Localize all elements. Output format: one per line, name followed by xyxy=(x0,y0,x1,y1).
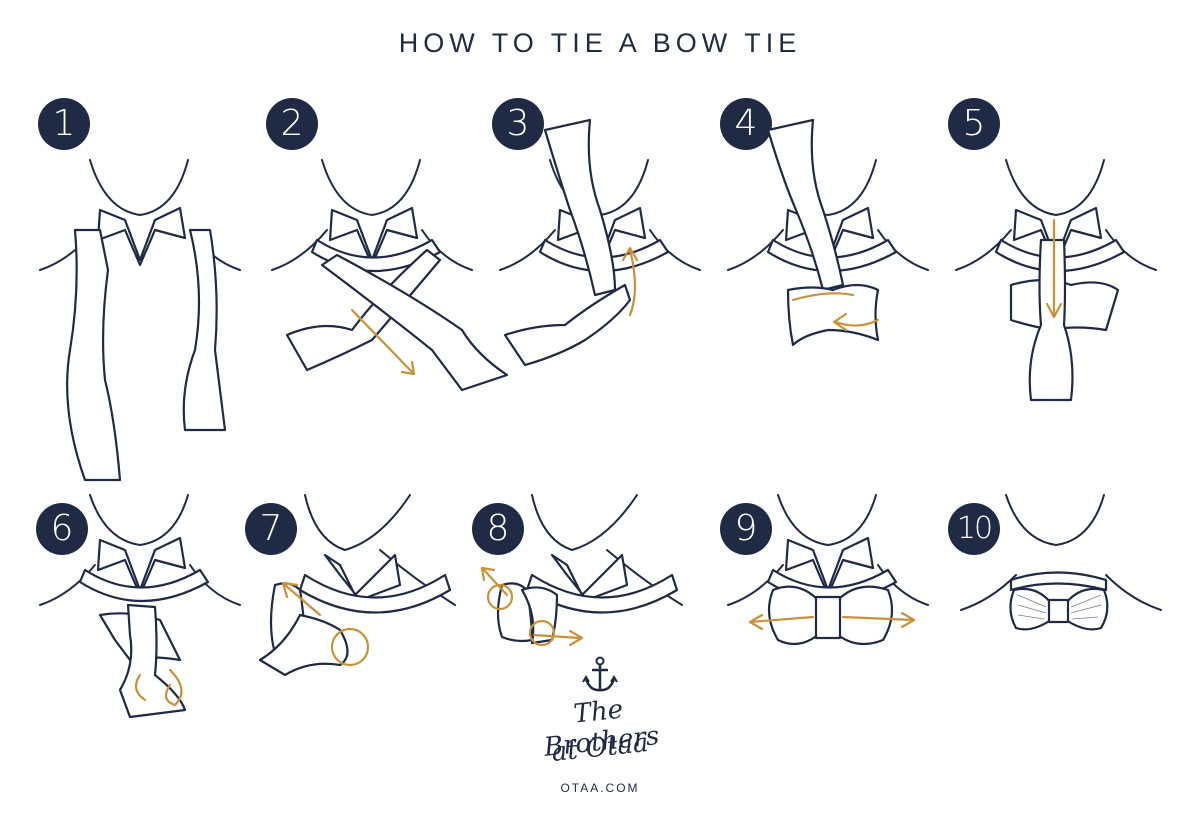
page-title: HOW TO TIE A BOW TIE xyxy=(398,28,802,58)
bow-tie-drawing xyxy=(960,494,1162,631)
step-number-badge: 10 xyxy=(948,503,1000,555)
step-1-illustration: 1 xyxy=(30,90,260,482)
step-3-illustration: 3 xyxy=(490,90,720,420)
step-6-illustration: 6 xyxy=(30,494,260,825)
bow-tie-drawing xyxy=(271,159,509,392)
brand-url: OTAA.COM xyxy=(560,781,640,795)
step-number-badge: 2 xyxy=(266,98,318,150)
step-4-illustration: 4 xyxy=(718,90,948,420)
step-8-illustration: 8 xyxy=(472,494,702,825)
bow-tie-drawing xyxy=(480,494,683,647)
bow-tie-drawing xyxy=(39,494,241,719)
step-9-illustration: 9 xyxy=(718,494,948,825)
bow-tie-drawing xyxy=(727,118,929,347)
bow-tie-drawing xyxy=(727,494,929,646)
step-number-badge: 5 xyxy=(948,98,1000,150)
step-number-badge: 8 xyxy=(472,503,524,555)
bow-tie-drawing xyxy=(499,118,701,367)
bow-tie-drawing xyxy=(955,159,1157,402)
step-2-illustration: 2 xyxy=(262,90,509,420)
step-10-illustration: 10 xyxy=(946,494,1176,825)
step-number-badge: 7 xyxy=(245,503,297,555)
step-5-illustration: 5 xyxy=(946,90,1176,420)
step-number-badge: 1 xyxy=(38,98,90,150)
anchor-icon xyxy=(582,656,618,692)
brand-logo: The Brothers at Otaa OTAA.COM xyxy=(520,655,680,805)
step-number-badge: 6 xyxy=(36,503,88,555)
step-7-illustration: 7 xyxy=(245,494,475,825)
step-number-badge: 9 xyxy=(720,503,772,555)
bow-tie-drawing xyxy=(258,494,456,677)
step-number-badge: 4 xyxy=(720,98,772,150)
bow-tie-drawing xyxy=(39,159,241,482)
step-number-badge: 3 xyxy=(492,98,544,150)
